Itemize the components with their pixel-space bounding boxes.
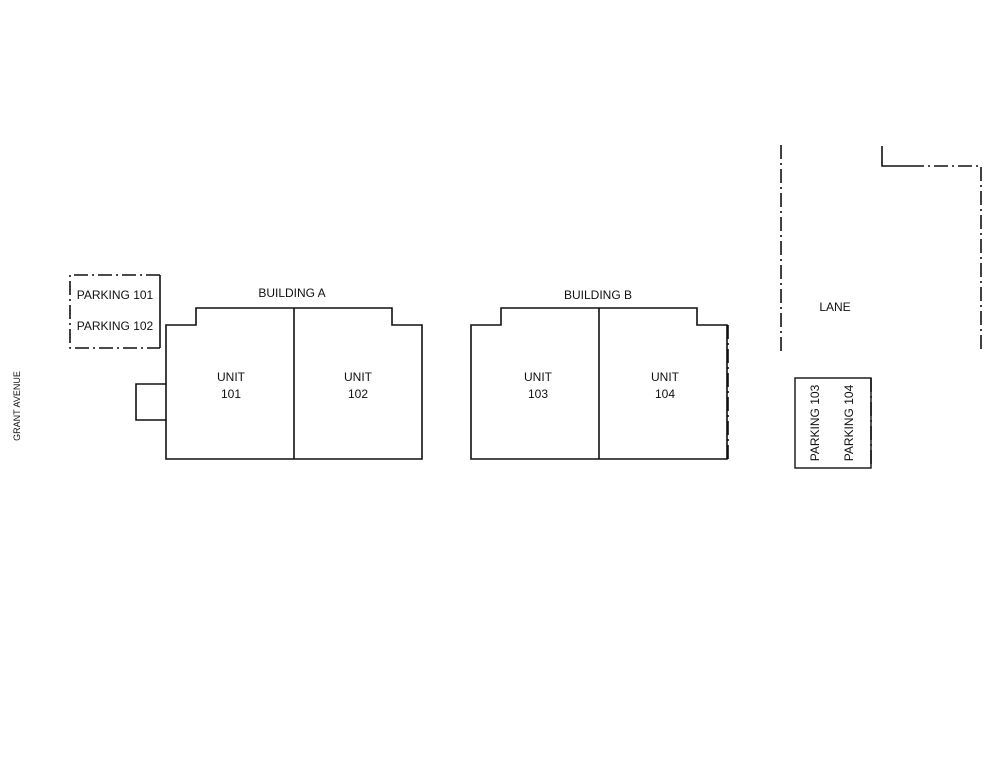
- lane-east-edge: [910, 165, 982, 350]
- building-b-label: BUILDING B: [564, 288, 632, 302]
- lane-label: LANE: [819, 300, 850, 314]
- unit-102-number: 102: [348, 387, 368, 401]
- building-a-bump-out: [135, 383, 166, 421]
- parking-lot-101-102: PARKING 101 PARKING 102: [69, 274, 161, 349]
- building-b-outline: [470, 307, 728, 460]
- unit-102-label: UNIT: [344, 370, 373, 384]
- unit-101-label: UNIT: [217, 370, 246, 384]
- building-a-outline: [165, 307, 423, 460]
- parking-101-label: PARKING 101: [77, 288, 154, 302]
- parking-102-label: PARKING 102: [77, 319, 154, 333]
- parking-104-label: PARKING 104: [842, 384, 856, 461]
- street-label: GRANT AVENUE: [12, 371, 22, 441]
- unit-104-label: UNIT: [651, 370, 680, 384]
- lane-east-edge-top: [881, 146, 910, 167]
- unit-104-number: 104: [655, 387, 675, 401]
- lane: LANE: [780, 145, 982, 355]
- unit-101-number: 101: [221, 387, 241, 401]
- building-a: BUILDING A UNIT 101 UNIT 102: [135, 286, 423, 460]
- parking-103-label: PARKING 103: [808, 384, 822, 461]
- unit-103-label: UNIT: [524, 370, 553, 384]
- parking-lot-103-104: PARKING 103 PARKING 104: [794, 377, 872, 469]
- unit-103-number: 103: [528, 387, 548, 401]
- building-a-label: BUILDING A: [258, 286, 325, 300]
- building-b: BUILDING B UNIT 103 UNIT 104: [470, 288, 729, 460]
